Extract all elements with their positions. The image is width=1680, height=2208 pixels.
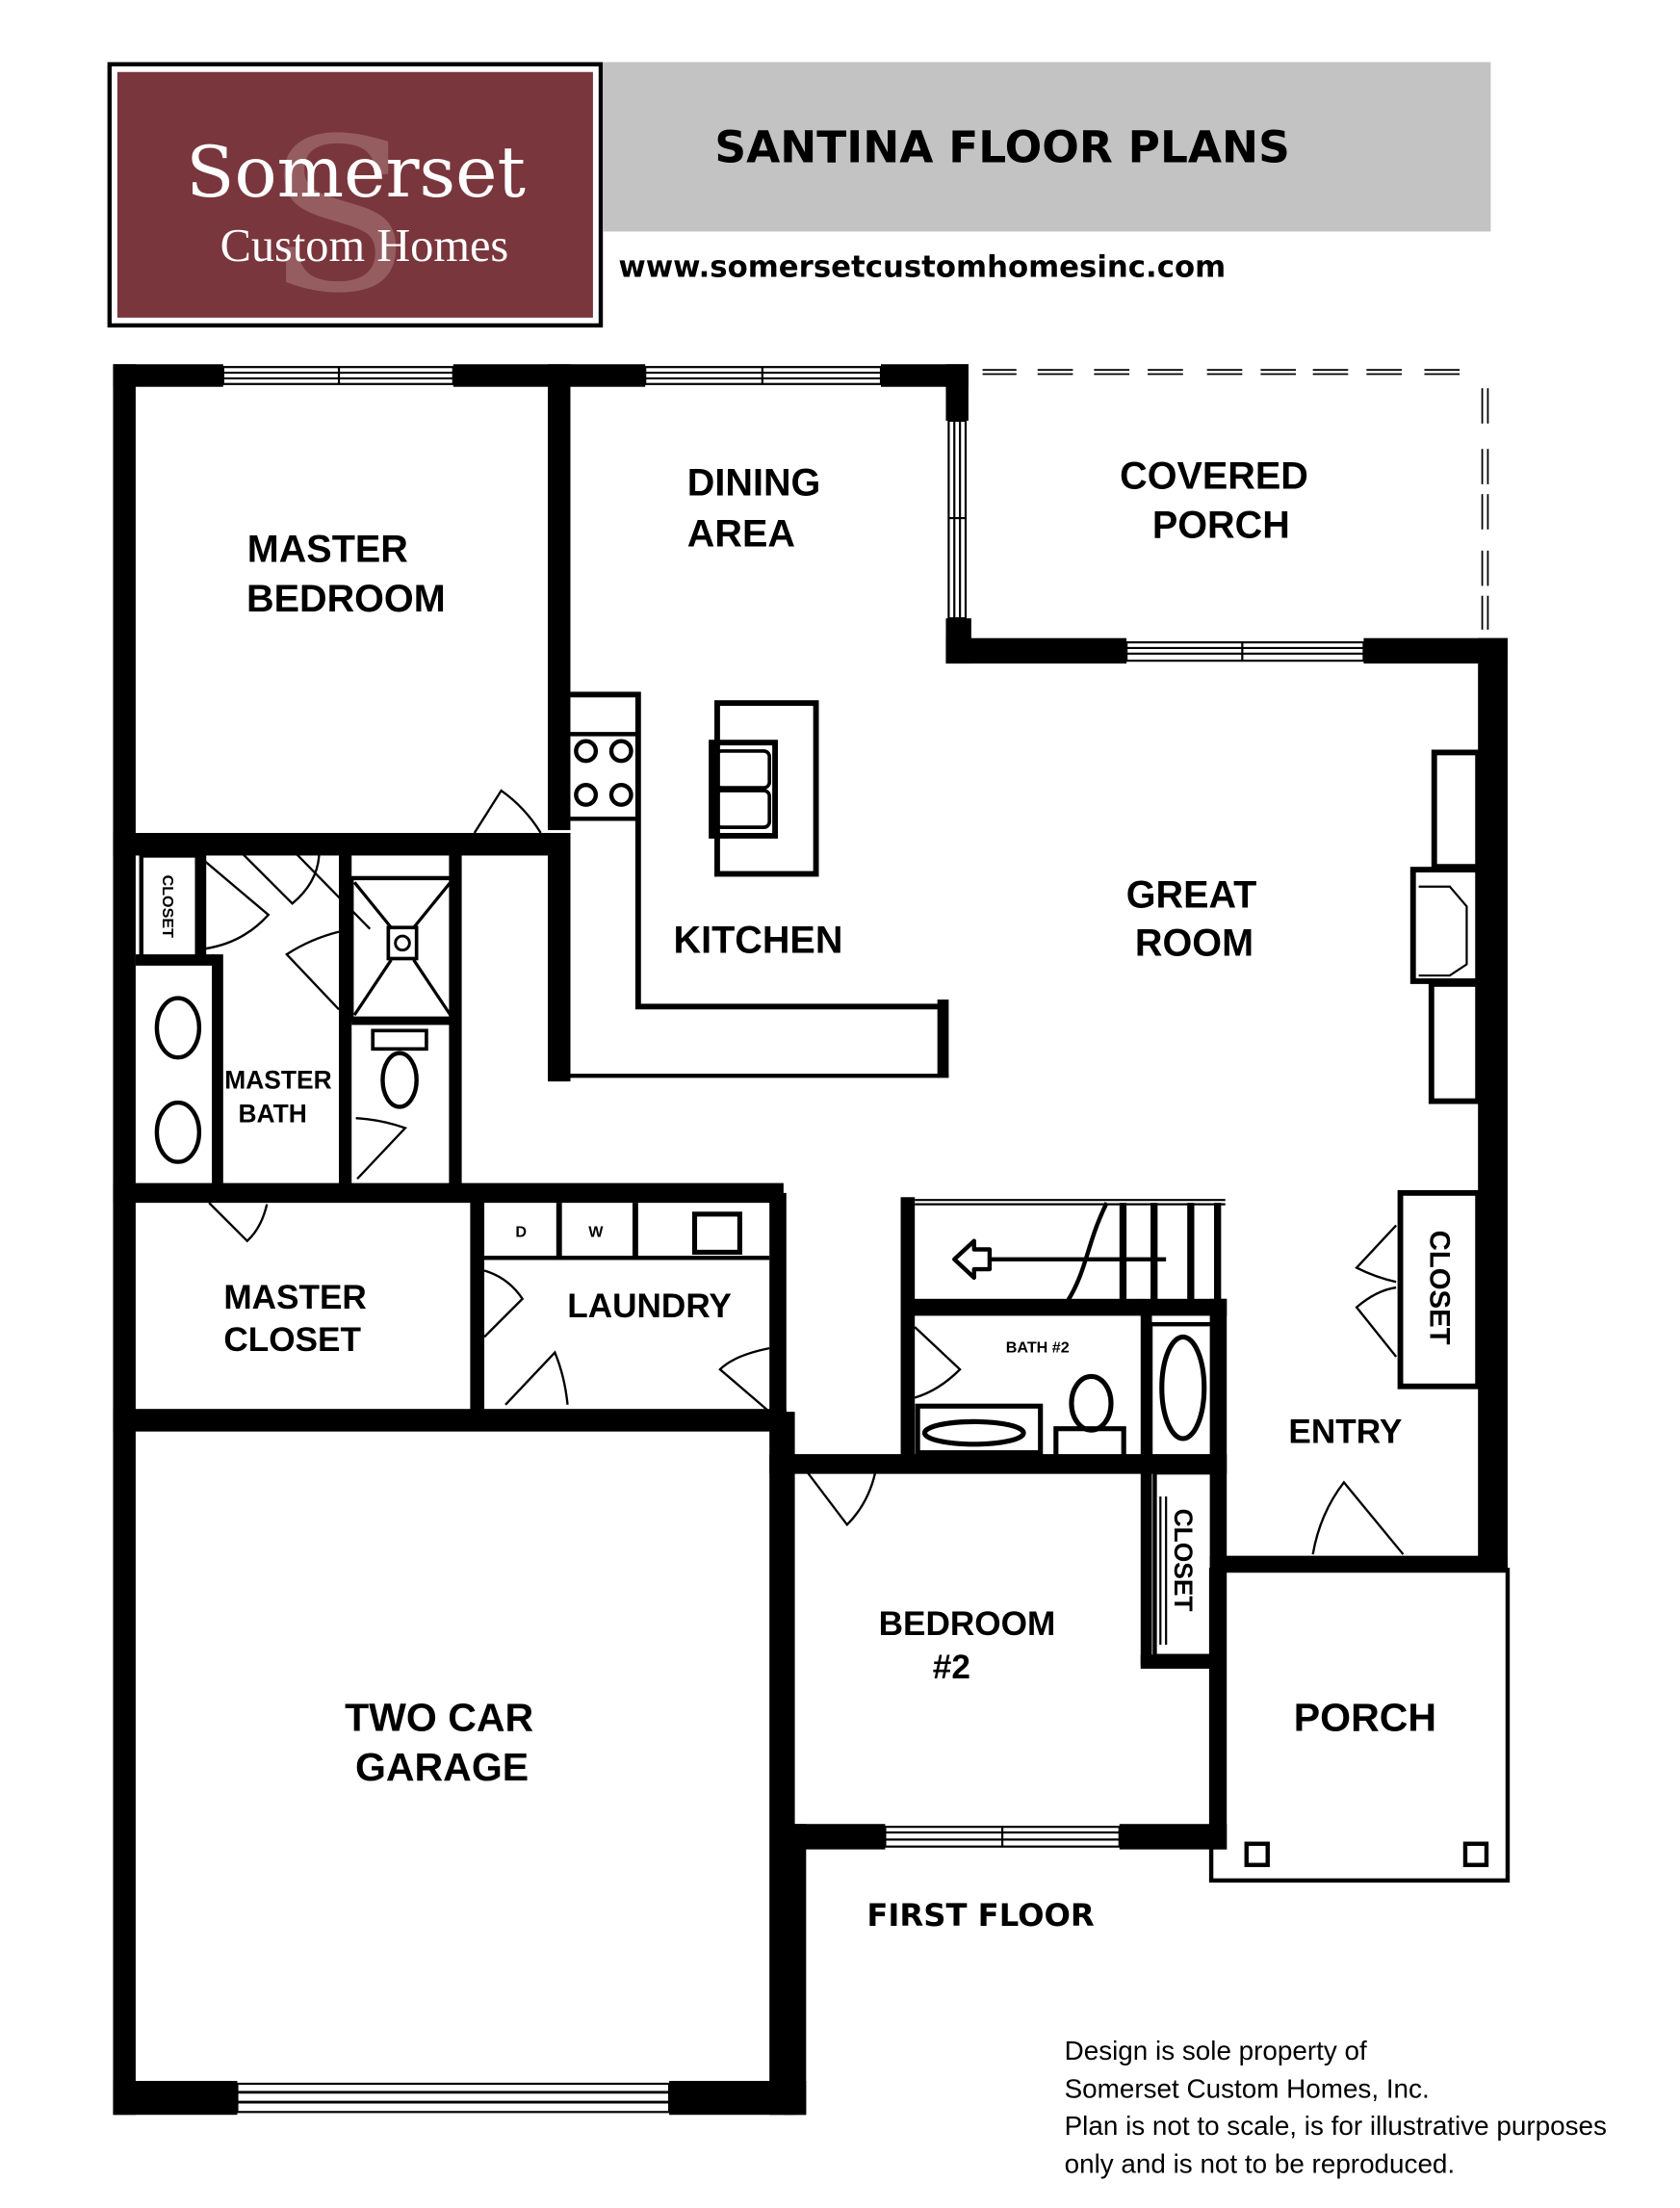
- page-title: SANTINA FLOOR PLANS: [714, 122, 1289, 173]
- bedroom-2-label-2: #2: [933, 1649, 970, 1686]
- master-closet-label: MASTER: [223, 1279, 367, 1316]
- logo-line-2: Custom Homes: [220, 221, 509, 272]
- bedroom-2-closet-label: CLOSET: [1169, 1509, 1198, 1612]
- window: [221, 366, 454, 385]
- logo-monogram: S: [267, 93, 412, 340]
- stove-icon: [574, 739, 633, 807]
- master-bath-label: MASTER: [224, 1065, 331, 1094]
- disclaimer-line-2: Somerset Custom Homes, Inc.: [1065, 2074, 1430, 2104]
- master-bath-label-2: BATH: [238, 1100, 306, 1129]
- arrow-left-icon: [952, 1238, 993, 1281]
- laundry-appliances: [484, 1203, 770, 1260]
- window: [644, 366, 883, 385]
- laundry-label: LAUNDRY: [567, 1287, 732, 1325]
- logo-line-1: Somerset: [186, 132, 526, 214]
- bath-2-fixtures: [915, 1322, 1224, 1460]
- great-room-label: GREAT: [1126, 874, 1257, 917]
- interior-walls: [113, 364, 1228, 1669]
- disclaimer-line-3: Plan is not to scale, is for illustrativ…: [1065, 2111, 1607, 2141]
- company-logo: S Somerset Custom Homes: [107, 62, 604, 340]
- washer-label: W: [588, 1223, 604, 1240]
- covered-porch-label: COVERED: [1120, 455, 1308, 497]
- porch-column: [1462, 1841, 1489, 1867]
- website-url[interactable]: www.somersetcustomhomesinc.com: [618, 249, 1226, 284]
- bedroom-2-closet-box: [1152, 1469, 1221, 1658]
- exterior-walls: [113, 364, 1508, 2116]
- dining-area-label: DINING: [687, 462, 821, 505]
- bedroom-2-label: BEDROOM: [879, 1605, 1056, 1643]
- front-porch-structure: [1208, 1568, 1511, 1883]
- master-bedroom-label-2: BEDROOM: [246, 578, 446, 620]
- garage-door: [236, 2082, 671, 2114]
- kitchen-counter: [570, 691, 949, 1078]
- header: S Somerset Custom Homes SANTINA FLOOR PL…: [107, 62, 1491, 340]
- master-bath-closet-label: CLOSET: [159, 875, 176, 938]
- entry-closet-label: CLOSET: [1423, 1231, 1455, 1345]
- entry-label: ENTRY: [1288, 1413, 1402, 1450]
- window: [884, 1826, 1121, 1848]
- master-closet-label-2: CLOSET: [223, 1321, 361, 1359]
- dryer-label: D: [515, 1223, 527, 1240]
- porch-label: PORCH: [1294, 1695, 1436, 1739]
- bath-2-label: BATH #2: [1006, 1339, 1070, 1357]
- garage-label-2: GARAGE: [355, 1745, 529, 1789]
- door-swings: [203, 789, 1405, 1555]
- shower-icon: [349, 875, 455, 1022]
- disclaimer-line-4: only and is not to be reproduced.: [1065, 2148, 1456, 2178]
- kitchen-label: KITCHEN: [674, 920, 843, 962]
- garage-label: TWO CAR: [345, 1695, 533, 1739]
- kitchen-island: [709, 700, 819, 877]
- toilet-icon: [371, 1028, 428, 1109]
- dining-area-label-2: AREA: [687, 512, 795, 555]
- entry-closet-box: [1397, 1189, 1482, 1390]
- floor-label: FIRST FLOOR: [866, 1897, 1095, 1934]
- room-labels: MASTER BEDROOM DINING AREA COVERED PORCH…: [159, 455, 1456, 1788]
- window: [1125, 640, 1365, 662]
- covered-porch-outline: [982, 369, 1489, 630]
- title-bar: [603, 62, 1491, 232]
- disclaimer-line-1: Design is sole property of: [1065, 2036, 1367, 2065]
- covered-porch-label-2: PORCH: [1152, 505, 1290, 547]
- master-bath-vanity: [154, 996, 202, 1164]
- staircase: [915, 1199, 1226, 1305]
- great-room-label-2: ROOM: [1135, 922, 1254, 965]
- porch-column: [1244, 1841, 1270, 1867]
- window: [947, 419, 968, 620]
- disclaimer: Design is sole property of Somerset Cust…: [1065, 2036, 1607, 2178]
- fireplace: [1409, 749, 1482, 1104]
- master-bedroom-label: MASTER: [247, 529, 408, 571]
- master-bath-closet-box: [139, 853, 200, 961]
